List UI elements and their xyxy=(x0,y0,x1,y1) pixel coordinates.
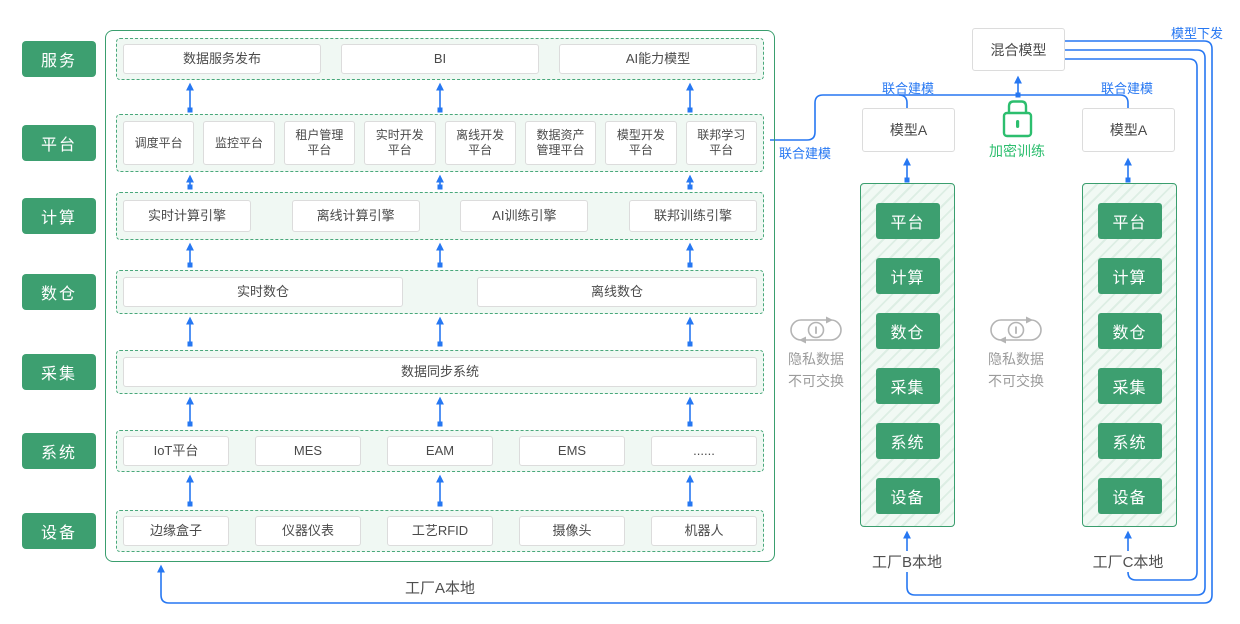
privacy-note-line1: 隐私数据 xyxy=(988,351,1044,367)
node-tenant-mgmt-platform: 租户管理 平台 xyxy=(283,121,356,165)
node-realtime-compute-engine: 实时计算引擎 xyxy=(123,200,251,232)
node-data-service-publish: 数据服务发布 xyxy=(123,44,321,74)
compute-row: 实时计算引擎 离线计算引擎 AI训练引擎 联邦训练引擎 xyxy=(116,192,764,240)
system-row: IoT平台 MES EAM EMS ...... xyxy=(116,430,764,472)
collection-row: 数据同步系统 xyxy=(116,350,764,394)
factory-b-tower: 平台 计算 数仓 采集 系统 设备 xyxy=(860,183,955,527)
tower-b-warehouse: 数仓 xyxy=(875,313,940,349)
tower-b-platform: 平台 xyxy=(875,203,940,239)
node-data-asset-mgmt-platform: 数据资产 管理平台 xyxy=(524,121,597,165)
node-model-dev-platform: 模型开发 平台 xyxy=(605,121,677,165)
privacy-note-line2: 不可交换 xyxy=(988,373,1044,389)
node-rfid: 工艺RFID xyxy=(387,516,493,546)
tower-c-platform: 平台 xyxy=(1097,203,1162,239)
node-ai-capability-model: AI能力模型 xyxy=(559,44,757,74)
privacy-note-left: 隐私数据 不可交换 xyxy=(786,348,846,392)
factory-c-tower: 平台 计算 数仓 采集 系统 设备 xyxy=(1082,183,1177,527)
node-realtime-warehouse: 实时数仓 xyxy=(123,277,403,307)
no-data-exchange-icon-left xyxy=(790,316,842,344)
node-edge-box: 边缘盒子 xyxy=(123,516,229,546)
services-row: 数据服务发布 BI AI能力模型 xyxy=(116,38,764,80)
no-data-exchange-icon-right xyxy=(990,316,1042,344)
model-distribution-label: 模型下发 xyxy=(1171,26,1224,41)
layer-label-device: 设备 xyxy=(22,513,96,549)
privacy-note-line1: 隐私数据 xyxy=(788,351,844,367)
node-ellipsis: ...... xyxy=(651,436,757,466)
joint-modeling-label-a: 联合建模 xyxy=(779,146,832,161)
node-instruments: 仪器仪表 xyxy=(255,516,361,546)
tower-c-device: 设备 xyxy=(1097,478,1162,514)
factory-b-label: 工厂B本地 xyxy=(862,551,952,572)
tower-b-compute: 计算 xyxy=(875,258,940,294)
joint-modeling-label-c: 联合建模 xyxy=(1101,81,1154,96)
layer-label-warehouse: 数仓 xyxy=(22,274,96,310)
layer-label-collection: 采集 xyxy=(22,354,96,390)
node-mes: MES xyxy=(255,436,361,466)
warehouse-row: 实时数仓 离线数仓 xyxy=(116,270,764,314)
device-row: 边缘盒子 仪器仪表 工艺RFID 摄像头 机器人 xyxy=(116,510,764,552)
layer-label-platform: 平台 xyxy=(22,125,96,161)
tower-c-system: 系统 xyxy=(1097,423,1162,459)
node-bi: BI xyxy=(341,44,539,74)
node-realtime-dev-platform: 实时开发 平台 xyxy=(364,121,436,165)
node-ems: EMS xyxy=(519,436,625,466)
model-a-box-factory-b: 模型A xyxy=(862,108,955,152)
node-scheduling-platform: 调度平台 xyxy=(123,121,195,165)
node-eam: EAM xyxy=(387,436,493,466)
privacy-note-right: 隐私数据 不可交换 xyxy=(986,348,1046,392)
platform-row: 调度平台 监控平台 租户管理 平台 实时开发 平台 离线开发 平台 数据资产 管… xyxy=(116,114,764,172)
tower-c-compute: 计算 xyxy=(1097,258,1162,294)
node-data-sync-system: 数据同步系统 xyxy=(123,357,757,387)
node-federated-training-engine: 联邦训练引擎 xyxy=(628,200,757,232)
node-offline-compute-engine: 离线计算引擎 xyxy=(291,200,420,232)
node-offline-warehouse: 离线数仓 xyxy=(477,277,757,307)
node-monitoring-platform: 监控平台 xyxy=(203,121,275,165)
factory-a-label: 工厂A本地 xyxy=(404,580,475,597)
node-offline-dev-platform: 离线开发 平台 xyxy=(444,121,516,165)
node-federated-learning-platform: 联邦学习 平台 xyxy=(685,121,757,165)
tower-b-collection: 采集 xyxy=(875,368,940,404)
model-a-box-factory-c: 模型A xyxy=(1082,108,1175,152)
node-camera: 摄像头 xyxy=(519,516,625,546)
tower-c-collection: 采集 xyxy=(1097,368,1162,404)
tower-c-warehouse: 数仓 xyxy=(1097,313,1162,349)
privacy-note-line2: 不可交换 xyxy=(788,373,844,389)
layer-label-compute: 计算 xyxy=(22,198,96,234)
layer-label-services: 服务 xyxy=(22,41,96,77)
joint-modeling-label-b: 联合建模 xyxy=(882,81,935,96)
layer-label-system: 系统 xyxy=(22,433,96,469)
hybrid-model-box: 混合模型 xyxy=(972,28,1065,71)
encrypted-training-label: 加密训练 xyxy=(989,143,1045,159)
lock-icon xyxy=(1002,100,1033,138)
node-iot-platform: IoT平台 xyxy=(123,436,229,466)
tower-b-device: 设备 xyxy=(875,478,940,514)
node-robot: 机器人 xyxy=(651,516,757,546)
node-ai-training-engine: AI训练引擎 xyxy=(460,200,589,232)
tower-b-system: 系统 xyxy=(875,423,940,459)
factory-c-label: 工厂C本地 xyxy=(1083,551,1173,572)
